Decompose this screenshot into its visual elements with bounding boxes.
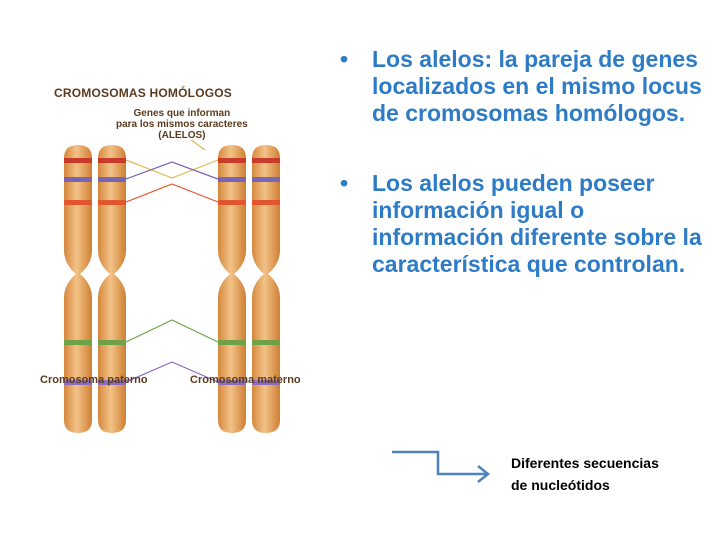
figure-title: CROMOSOMAS HOMÓLOGOS — [54, 86, 232, 100]
figure-subtitle-line-2: para los mismos caracteres — [116, 119, 248, 130]
note-line-1: Diferentes secuencias — [511, 455, 659, 471]
bullet-text: Los alelos pueden poseer información igu… — [372, 170, 702, 277]
bullet-list: • Los alelos: la pareja de genes localiz… — [340, 46, 710, 321]
homologous-chromosomes-illustration — [64, 140, 280, 433]
bullet-text: Los alelos: la pareja de genes localizad… — [372, 46, 702, 126]
caption-paternal: Cromosoma paterno — [40, 374, 148, 386]
figure-subtitle: Genes que informan para los mismos carac… — [116, 108, 248, 141]
caption-maternal: Cromosoma materno — [190, 374, 301, 386]
figure-subtitle-line-3: (ALELOS) — [158, 130, 206, 141]
bent-arrow-icon — [392, 450, 491, 483]
figure-subtitle-line-1: Genes que informan — [133, 108, 231, 119]
bullet-item: • Los alelos: la pareja de genes localiz… — [340, 46, 710, 127]
bullet-marker: • — [340, 46, 349, 72]
allele-connector-lines — [125, 140, 219, 383]
chromosome-maternal — [218, 145, 280, 433]
bullet-item: • Los alelos pueden poseer información i… — [340, 170, 710, 278]
chromosome-paternal — [64, 145, 126, 433]
note-line-2: de nucleótidos — [511, 477, 610, 493]
nucleotide-note: Diferentes secuencias de nucleótidos — [511, 452, 659, 496]
bullet-marker: • — [340, 170, 349, 196]
